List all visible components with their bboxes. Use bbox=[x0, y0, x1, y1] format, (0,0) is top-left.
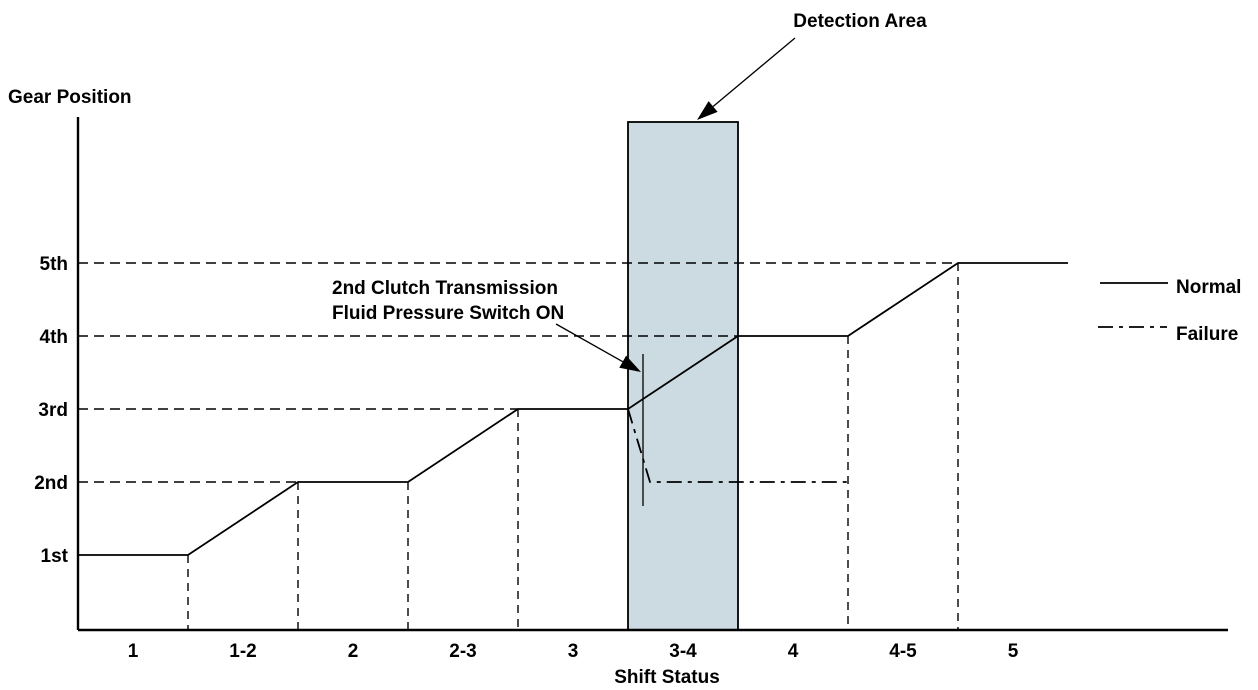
detection-area-band bbox=[627, 121, 739, 631]
x-tick-label-1-2: 1-2 bbox=[229, 641, 256, 662]
x-tick-label-2: 2 bbox=[348, 641, 359, 662]
y-tick-label-4th: 4th bbox=[40, 327, 69, 348]
detection-area-arrow-head bbox=[697, 101, 718, 120]
x-tick-label-4: 4 bbox=[788, 641, 799, 662]
y-axis-title: Gear Position bbox=[8, 87, 132, 108]
x-tick-label-4-5: 4-5 bbox=[889, 641, 917, 662]
detection-area-label: Detection Area bbox=[793, 11, 927, 32]
x-axis-title: Shift Status bbox=[614, 667, 720, 688]
x-tick-label-2-3: 2-3 bbox=[449, 641, 476, 662]
switch-note-line-2: Fluid Pressure Switch ON bbox=[332, 303, 564, 324]
switch-note-arrow-line bbox=[555, 323, 624, 363]
series-line-normal bbox=[78, 262, 1068, 556]
x-tick-label-3: 3 bbox=[568, 641, 579, 662]
x-tick-label-3-4: 3-4 bbox=[669, 641, 697, 662]
x-tick-label-1: 1 bbox=[128, 641, 139, 662]
detection-area-arrow-line bbox=[712, 37, 796, 108]
switch-note-arrow-head bbox=[619, 355, 641, 372]
series-line-failure bbox=[627, 408, 848, 483]
y-tick-label-1st: 1st bbox=[41, 546, 69, 567]
legend: Normal Failure bbox=[1098, 277, 1241, 345]
y-tick-label-5th: 5th bbox=[40, 254, 69, 275]
y-tick-label-3rd: 3rd bbox=[38, 400, 68, 421]
switch-note-line-1: 2nd Clutch Transmission bbox=[332, 278, 558, 299]
legend-normal-label: Normal bbox=[1176, 277, 1241, 298]
x-tick-label-5: 5 bbox=[1008, 641, 1019, 662]
y-tick-label-2nd: 2nd bbox=[34, 473, 68, 494]
legend-failure-label: Failure bbox=[1176, 324, 1238, 345]
